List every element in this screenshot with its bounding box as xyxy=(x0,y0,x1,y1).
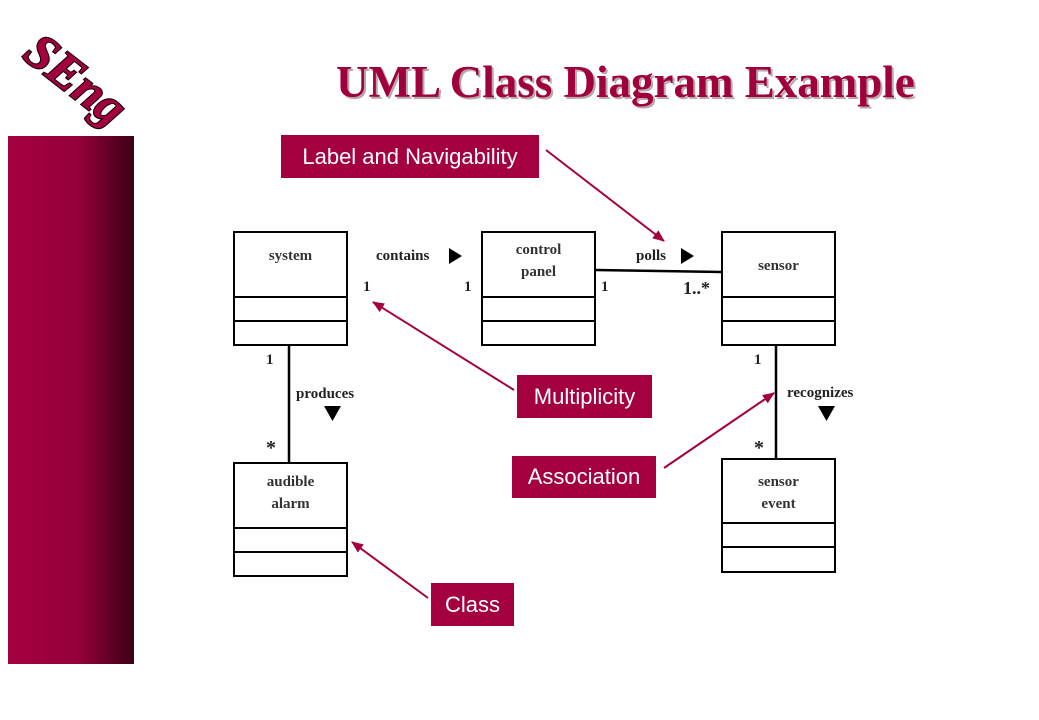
produces-direction-icon xyxy=(324,406,341,421)
class-audible-alarm-name-line2: alarm xyxy=(271,496,310,512)
class-control-panel-name-line2: panel xyxy=(520,264,556,280)
class-audible-alarm-name: audible alarm xyxy=(234,471,347,515)
page-title: UML Class Diagram Example xyxy=(336,57,915,107)
association-arrow xyxy=(663,392,775,469)
multiplicity-event-recognizes: * xyxy=(754,437,764,459)
class-control-panel-name: control panel xyxy=(482,239,595,283)
callout-association: Association xyxy=(512,456,656,498)
contains-direction-icon xyxy=(449,248,462,264)
class-sensor-event-name: sensor event xyxy=(722,471,835,515)
class-control-panel-name-line1: control xyxy=(515,242,562,258)
class-sensor-event xyxy=(721,458,836,573)
association-recognizes-label: recognizes xyxy=(787,385,854,401)
multiplicity-panel-polls: 1 xyxy=(601,279,609,295)
multiplicity-system-produces: 1 xyxy=(266,352,274,368)
class-arrow xyxy=(351,541,429,599)
class-sensor xyxy=(721,231,836,346)
multiplicity-sensor-polls: 1..* xyxy=(683,278,710,298)
multiplicity-system-contains: 1 xyxy=(363,279,371,295)
class-sensor-name: sensor xyxy=(758,258,799,274)
multiplicity-alarm-produces: * xyxy=(266,437,276,459)
seng-logo: SEng xyxy=(13,30,138,130)
class-sensor-event-name-line2: event xyxy=(761,496,796,512)
class-audible-alarm-name-line1: audible xyxy=(266,474,315,490)
callout-multiplicity: Multiplicity xyxy=(517,375,652,418)
recognizes-direction-icon xyxy=(818,406,835,421)
multiplicity-panel-contains: 1 xyxy=(464,279,472,295)
multiplicity-arrow xyxy=(372,301,515,391)
class-system xyxy=(233,231,348,346)
polls-direction-icon xyxy=(681,248,694,264)
class-system-name: system xyxy=(268,248,313,264)
association-contains-label: contains xyxy=(376,248,430,264)
callout-class: Class xyxy=(431,583,514,626)
association-polls-label: polls xyxy=(636,248,667,264)
multiplicity-sensor-recognizes: 1 xyxy=(754,352,762,368)
class-audible-alarm xyxy=(233,462,348,577)
class-control-panel xyxy=(481,231,596,346)
association-polls-line xyxy=(594,268,723,274)
sidebar-gradient-bar xyxy=(8,136,134,664)
association-produces-label: produces xyxy=(296,386,355,402)
class-sensor-event-name-line1: sensor xyxy=(758,474,799,490)
label-navigability-arrow xyxy=(545,149,665,242)
callout-label-navigability: Label and Navigability xyxy=(281,135,539,178)
